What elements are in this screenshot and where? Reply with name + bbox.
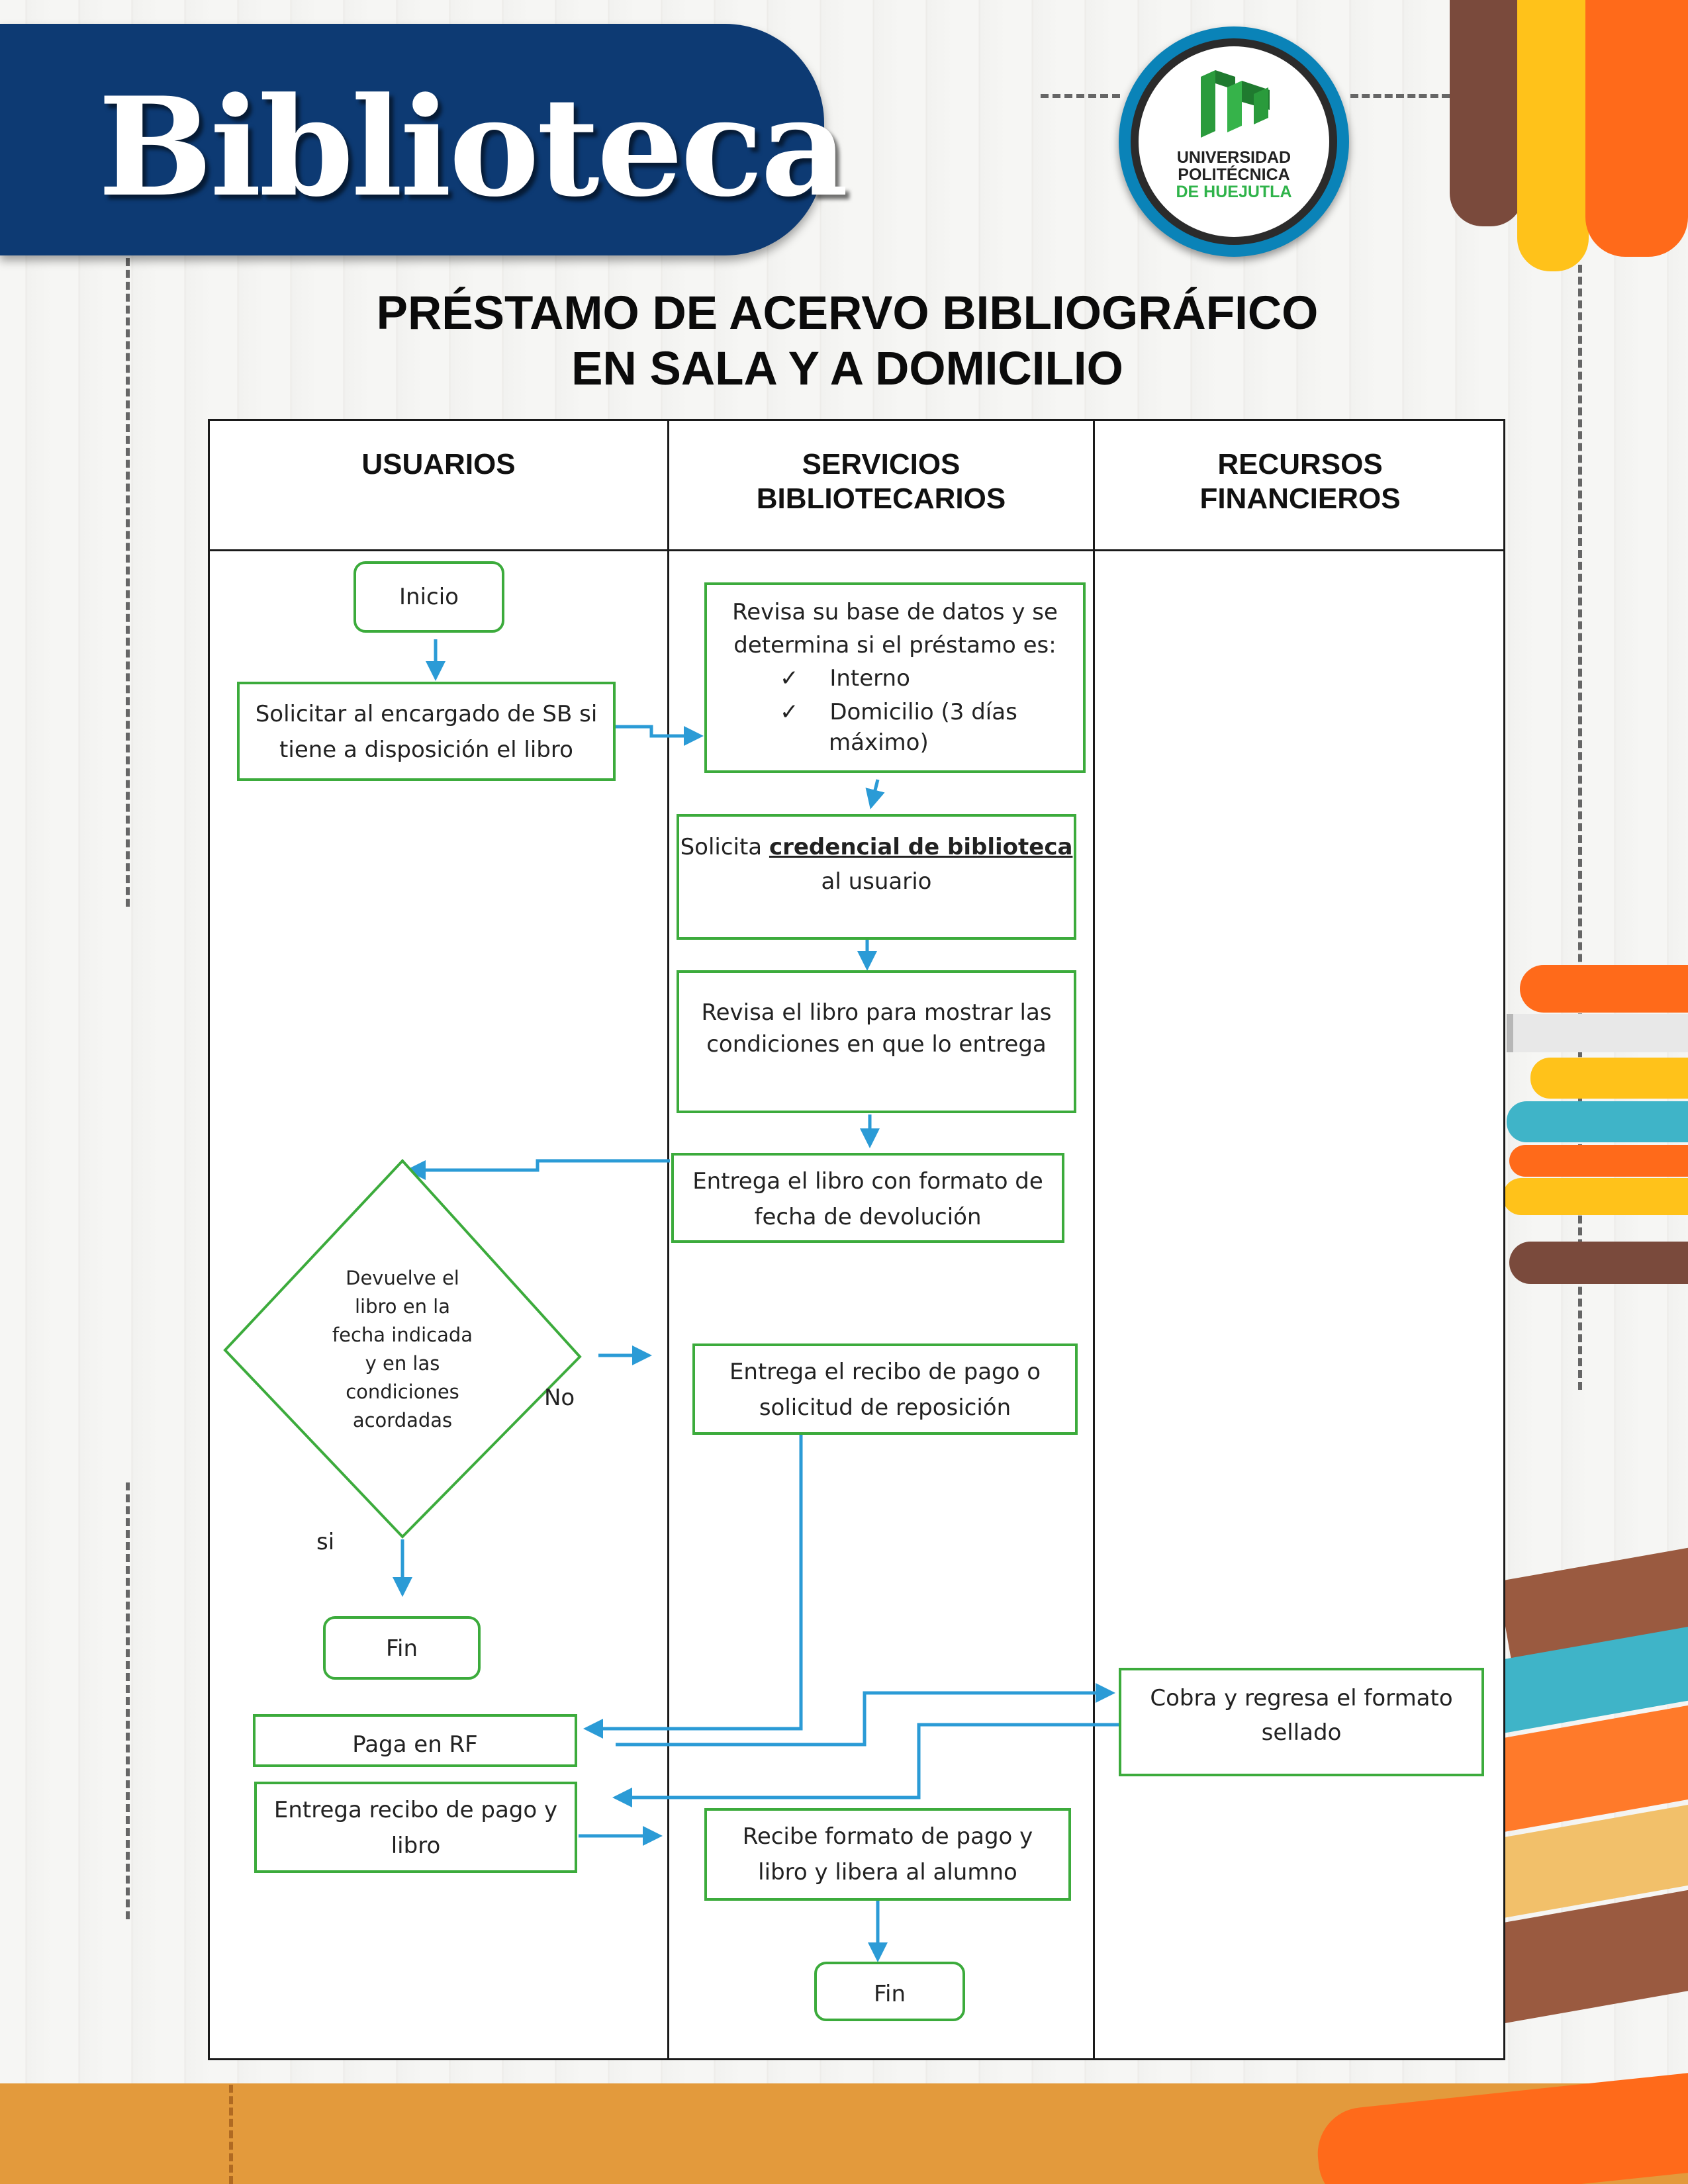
node-solicita-credencial: Solicita credencial de biblioteca al usu…: [677, 814, 1076, 940]
column-divider: [667, 419, 669, 2060]
logo-text-line3: DE HUEJUTLA: [1176, 183, 1292, 201]
book-decoration: [1517, 0, 1589, 271]
node-inicio: Inicio: [353, 561, 504, 633]
check-icon: ✓: [780, 665, 799, 692]
decor-dashed-line: [229, 2085, 233, 2184]
book-decoration: [1585, 0, 1688, 257]
page-title-line2: EN SALA Y A DOMICILIO: [571, 343, 1123, 395]
decor-dashed-line: [1578, 265, 1582, 1390]
connector-arrow: [616, 1683, 1115, 1747]
header-banner: Biblioteca: [0, 24, 849, 255]
connector-arrow: [583, 1435, 803, 1739]
decor-dashed-line: [126, 258, 130, 907]
decor-dashed-line: [1350, 94, 1450, 98]
connector-arrow: [406, 1159, 670, 1180]
node-revisa-base: Revisa su base de datos y se determina s…: [704, 582, 1086, 773]
node-fin-1: Fin: [323, 1616, 481, 1680]
book-decoration: [1509, 1242, 1688, 1284]
node-paga-rf: Paga en RF: [253, 1714, 577, 1767]
page-title: PRÉSTAMO DE ACERVO BIBLIOGRÁFICO EN SALA…: [199, 286, 1496, 397]
column-divider: [1093, 419, 1095, 2060]
connector-arrow: [614, 725, 704, 746]
book-decoration: [1509, 1145, 1688, 1177]
book-decoration: [1507, 1014, 1688, 1052]
label-no: No: [544, 1385, 575, 1411]
book-decoration: [1503, 1178, 1688, 1215]
column-header-usuarios: USUARIOS: [361, 448, 516, 480]
connector-arrow: [612, 1723, 1119, 1807]
book-decoration: [1530, 1058, 1688, 1099]
logo-text-line1: UNIVERSIDAD: [1176, 148, 1291, 167]
logo-emblem-icon: [1201, 70, 1270, 138]
logo-text-line2: POLITÉCNICA: [1178, 165, 1290, 184]
decor-dashed-line: [126, 1482, 130, 1919]
check-icon: ✓: [780, 699, 799, 725]
book-decoration: [1507, 1101, 1688, 1142]
book-decoration: [1520, 965, 1688, 1013]
decision-diamond-shape: [223, 1159, 582, 1539]
page-title-line1: PRÉSTAMO DE ACERVO BIBLIOGRÁFICO: [376, 287, 1319, 340]
banner-title: Biblioteca: [98, 68, 849, 227]
decor-dashed-line: [1041, 94, 1120, 98]
connector-arrow: [865, 779, 885, 809]
node-fin-2: Fin: [814, 1962, 965, 2021]
university-logo: UNIVERSIDAD POLITÉCNICA DE HUEJUTLA: [1119, 26, 1349, 257]
label-si: si: [316, 1529, 335, 1555]
header-divider: [208, 549, 1505, 551]
book-decoration: [1450, 0, 1524, 226]
